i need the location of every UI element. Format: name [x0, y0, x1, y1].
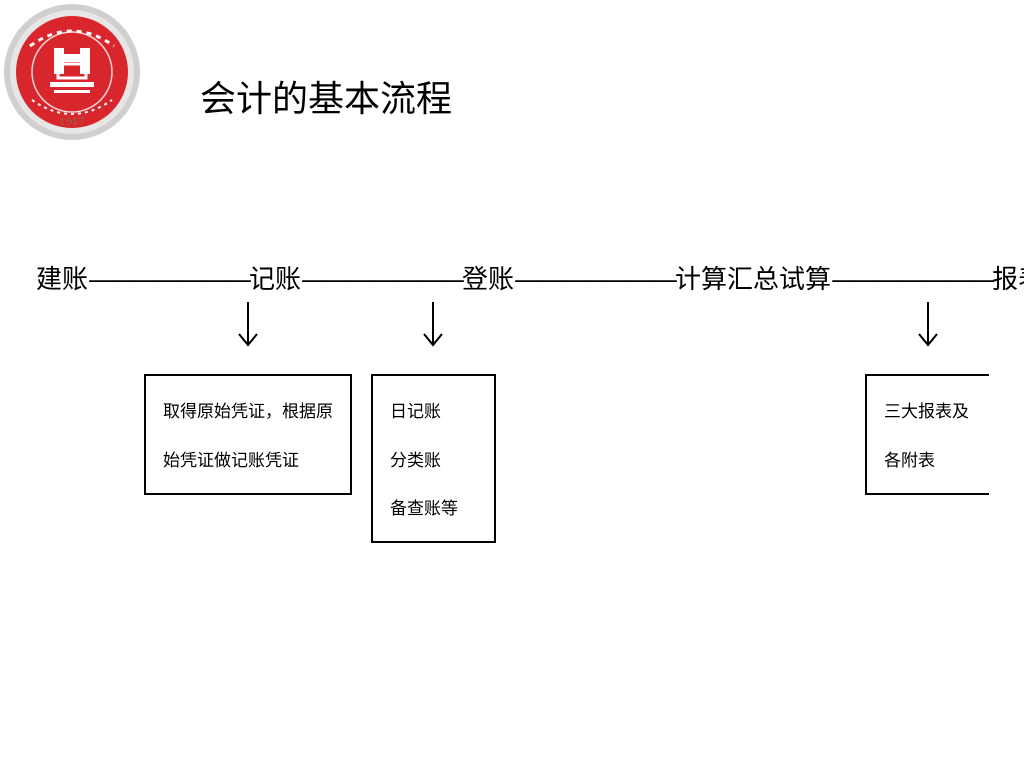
- down-arrow-icon: [238, 302, 258, 347]
- connector-dash: ———————: [831, 265, 995, 295]
- process-flow-line: 建账———————记账———————登账———————计算汇总试算———————…: [36, 260, 1024, 300]
- step-jianzhang: 建账: [36, 265, 89, 295]
- jizhang-detail-box: 取得原始凭证，根据原 始凭证做记账凭证: [144, 374, 352, 495]
- box-text-line: 取得原始凭证，根据原: [163, 402, 333, 422]
- box-text-line: 分类账: [390, 451, 441, 471]
- connector-dash: ———————: [514, 265, 678, 295]
- box-text-line: 日记账: [390, 402, 441, 422]
- box-text-line: 各附表: [884, 451, 935, 471]
- connector-dash: ———————: [88, 265, 252, 295]
- connector-dash: ———————: [301, 265, 465, 295]
- box-text-line: 备查账等: [390, 499, 458, 519]
- down-arrow-icon: [423, 302, 443, 347]
- down-arrow-icon: [918, 302, 938, 347]
- step-jisuan-huizong-shisuan: 计算汇总试算: [675, 265, 832, 295]
- step-dengzhang: 登账: [462, 265, 515, 295]
- svg-text:1917: 1917: [59, 117, 84, 128]
- baobiao-detail-box: 三大报表及 各附表: [865, 374, 989, 495]
- page-title: 会计的基本流程: [200, 79, 453, 120]
- box-text-line: 三大报表及: [884, 402, 969, 422]
- step-jizhang: 记账: [249, 265, 302, 295]
- box-text-line: 始凭证做记账凭证: [163, 451, 299, 471]
- university-seal-logo: 1917: [4, 4, 140, 140]
- dengzhang-detail-box: 日记账 分类账 备查账等: [371, 374, 496, 543]
- step-baobiao: 报表: [992, 265, 1024, 295]
